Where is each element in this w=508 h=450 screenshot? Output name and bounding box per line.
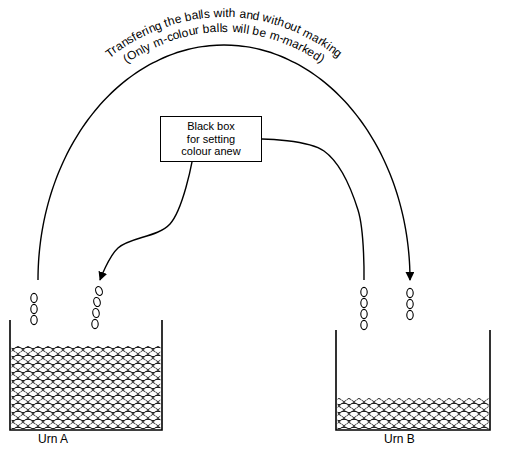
ball [407, 288, 413, 297]
label-glyph: s [222, 22, 228, 34]
urn-wall [336, 330, 490, 430]
label-glyph: l [246, 24, 251, 36]
ball [31, 293, 37, 302]
ball [92, 319, 98, 328]
ball [94, 286, 103, 297]
label-glyph: l [216, 22, 219, 34]
ball [407, 310, 413, 319]
ball [361, 287, 367, 296]
urn-outline [8, 280, 166, 450]
ball [31, 315, 37, 324]
transfer-arrow [38, 45, 410, 280]
ball [361, 309, 367, 318]
urn-wall [10, 320, 162, 430]
label-glyph: i [222, 7, 225, 19]
ball-pile [12, 346, 161, 429]
transfer-arrow [262, 139, 364, 280]
transfer-arrow [100, 162, 192, 280]
ball [361, 320, 367, 329]
urn-label: Urn B [384, 433, 494, 447]
ball [31, 304, 37, 313]
urn-outline [334, 280, 494, 450]
label-glyph: e [258, 26, 268, 39]
urn-label: Urn A [38, 433, 166, 447]
box-label: Black box for setting colour anew [180, 120, 242, 158]
label-glyph: w [213, 7, 222, 19]
urn: Urn B [334, 280, 494, 450]
label-glyph: r [194, 24, 200, 37]
ball [92, 308, 100, 318]
label-glyph: a [209, 22, 217, 34]
ball-pile [338, 398, 489, 429]
ball [407, 299, 413, 308]
label-glyph [341, 50, 345, 62]
label-glyph [210, 7, 214, 19]
label-glyph: t [225, 7, 229, 19]
label-guide [21, 28, 427, 280]
label-glyph: s [203, 8, 210, 21]
label-glyph: b [202, 23, 210, 36]
urn: Urn A [8, 280, 166, 450]
label-glyph: d [252, 9, 261, 22]
ball [361, 298, 367, 307]
process-box: Black box for setting colour anew [160, 116, 262, 162]
label-glyph: l [219, 22, 222, 34]
label-glyph: h [229, 7, 236, 19]
label-guide [6, 13, 442, 280]
label-glyph: w [232, 22, 242, 35]
ball [93, 297, 102, 308]
